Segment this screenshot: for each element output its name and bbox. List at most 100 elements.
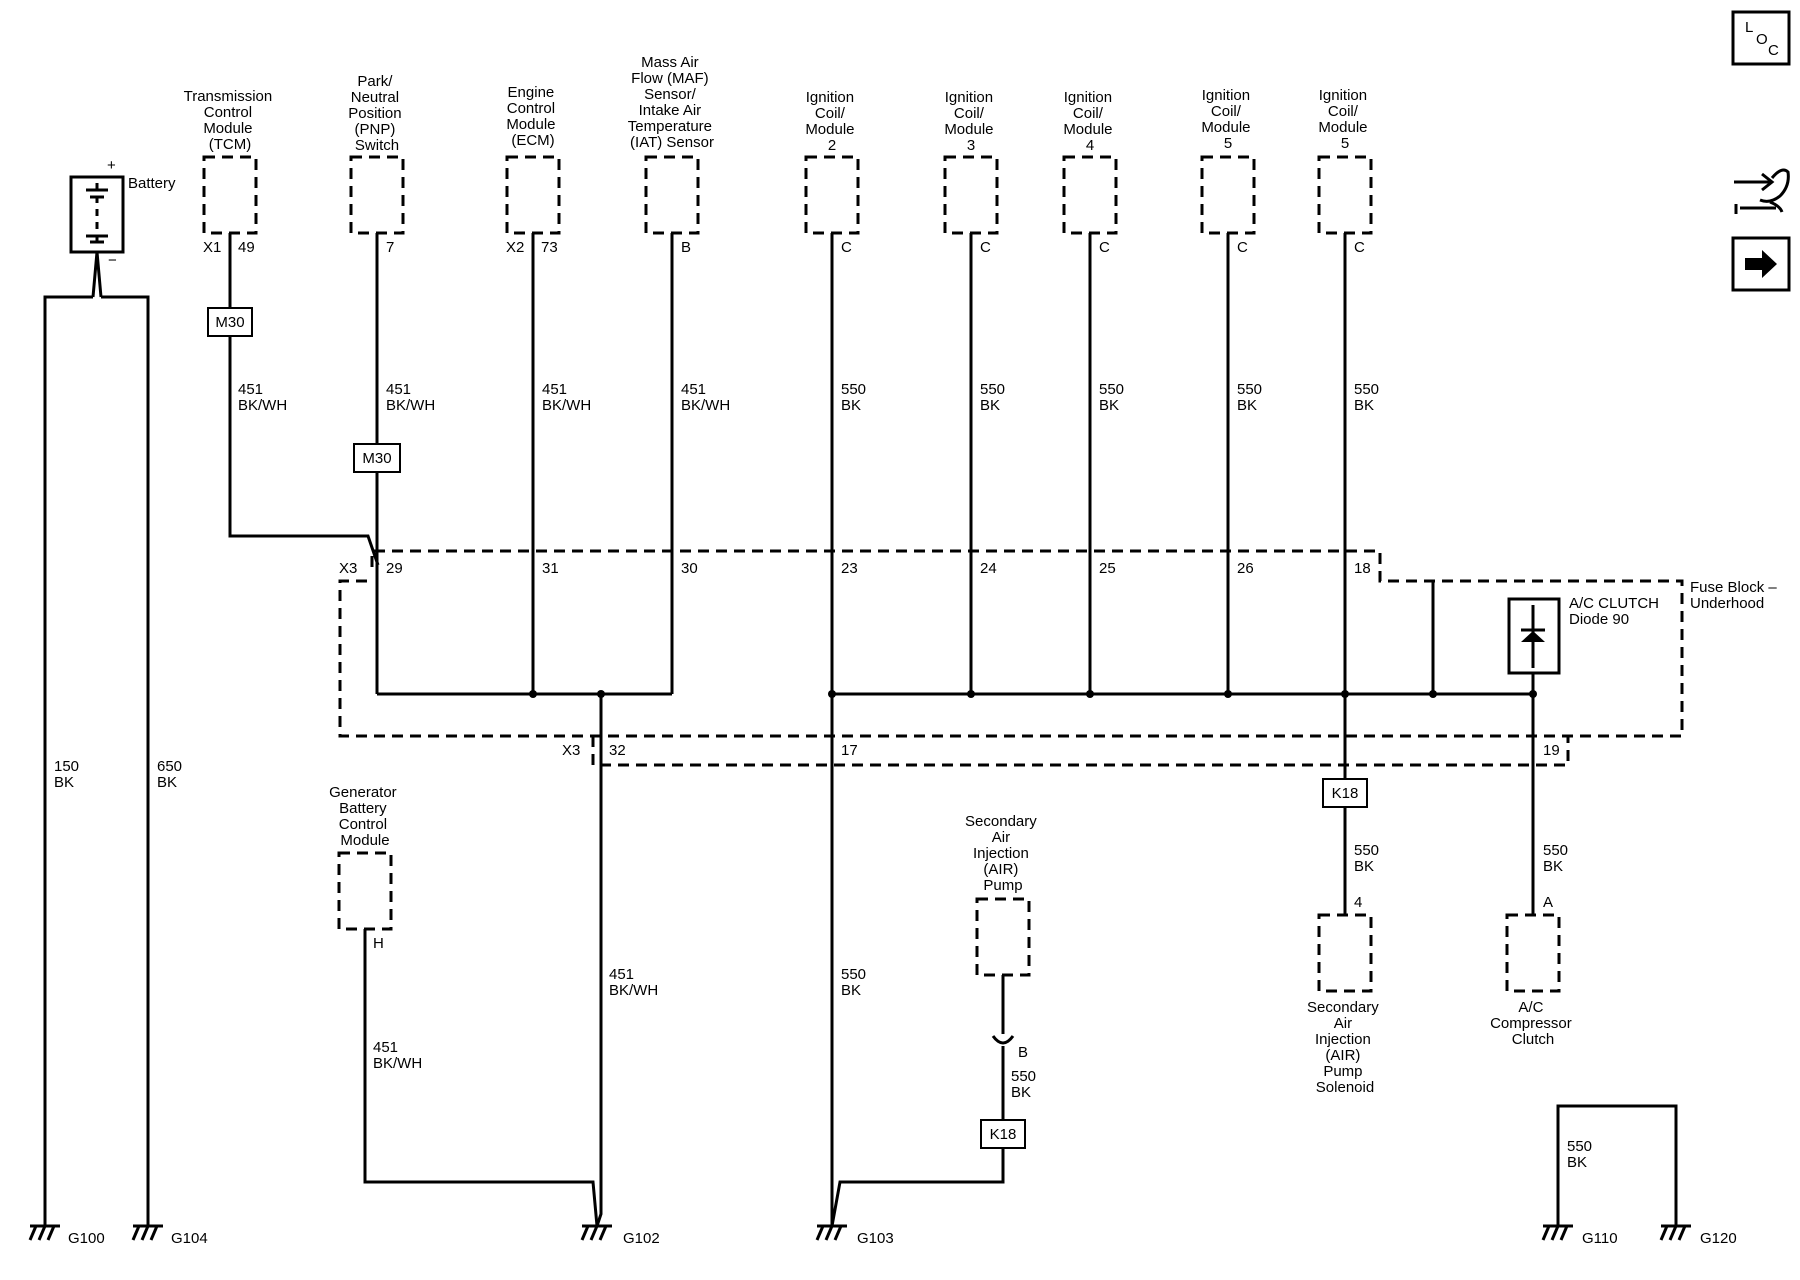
svg-text:Engine Control Mod: Engine Control Module (ECM) [506, 84, 559, 149]
ground-g120: G120 [1659, 1224, 1737, 1247]
diode-label-1: A/C CLUTCH [1569, 595, 1659, 612]
svg-text:451: 451 [542, 381, 567, 398]
wire-generator [363, 929, 599, 1227]
component-ignition-coil-5b: Ignition Coil/ Module 5 C [1317, 87, 1373, 256]
wire-g104 [101, 295, 150, 1226]
battery-plus: + [107, 157, 116, 174]
component-ignition-coil-5a: Ignition Coil/ Module 5 C [1200, 87, 1256, 256]
svg-text:BK: BK [1237, 397, 1257, 414]
svg-text:H: H [373, 935, 384, 952]
wire-g100-color: BK [54, 774, 74, 791]
wire-g100-circuit: 150 [54, 758, 79, 775]
svg-text:BK/WH: BK/WH [386, 397, 435, 414]
ac-clutch-diode: A/C CLUTCH Diode 90 [1507, 595, 1659, 675]
pin-25: 25 [1099, 560, 1116, 577]
svg-text:550: 550 [980, 381, 1005, 398]
svg-text:A/C Compressor Clu: A/C Compressor Clutch [1490, 999, 1576, 1048]
svg-text:BK/WH: BK/WH [238, 397, 287, 414]
wire-g104-color: BK [157, 774, 177, 791]
ground-g103: G103 [815, 1224, 894, 1247]
inline-label-k18-a: K18 [990, 1126, 1017, 1143]
ground-g110: G110 [1541, 1224, 1618, 1247]
svg-text:X1: X1 [203, 239, 221, 256]
component-ignition-coil-2: Ignition Coil/ Module 2 C [804, 89, 860, 256]
inline-label-m30-b: M30 [362, 450, 391, 467]
svg-text:G110: G110 [1582, 1230, 1618, 1247]
svg-text:C: C [1768, 42, 1779, 59]
pin-29: 29 [386, 560, 403, 577]
svg-text:BK/WH: BK/WH [542, 397, 591, 414]
pin-18: 18 [1354, 560, 1371, 577]
svg-text:G100: G100 [68, 1230, 105, 1247]
battery-minus: − [108, 252, 117, 269]
ground-g100: G100 [28, 1224, 105, 1247]
fuse-block-label-1: Fuse Block – [1690, 579, 1777, 596]
fuse-block-connector-top: X3 [339, 560, 357, 577]
svg-text:550: 550 [1237, 381, 1262, 398]
pin-30: 30 [681, 560, 698, 577]
wire-g103-circuit: 550 [841, 966, 866, 983]
next-arrow-icon[interactable] [1731, 236, 1791, 292]
fuse-block-label-2: Underhood [1690, 595, 1764, 612]
air-pump-circuit: 550 [1011, 1068, 1036, 1085]
svg-text:451: 451 [386, 381, 411, 398]
svg-text:Mass Air Flow (MAF): Mass Air Flow (MAF) Sensor/ Intake Air T… [628, 54, 716, 151]
svg-text:Generator Battery: Generator Battery Control Module [329, 784, 401, 849]
pin-19: 19 [1543, 742, 1560, 759]
component-ignition-coil-4: Ignition Coil/ Module 4 C [1062, 89, 1118, 256]
diode-label-2: Diode 90 [1569, 611, 1629, 628]
pin-24: 24 [980, 560, 997, 577]
component-air-pump: Secondary Air Injection (AIR) Pump [965, 813, 1037, 977]
component-ac-compressor-clutch: A/C Compressor Clutch [1490, 913, 1576, 1048]
battery-label: Battery [128, 175, 176, 192]
svg-text:C: C [980, 239, 991, 256]
wire-g110-g120 [1556, 1104, 1678, 1226]
svg-text:49: 49 [238, 239, 255, 256]
svg-text:550: 550 [1354, 381, 1379, 398]
wire-air-pump [830, 1046, 1005, 1227]
air-solenoid-pin: 4 [1354, 894, 1362, 911]
svg-text:C: C [1099, 239, 1110, 256]
svg-text:451: 451 [681, 381, 706, 398]
svg-text:7: 7 [386, 239, 394, 256]
wire-generator-circuit: 451 [373, 1039, 398, 1056]
svg-text:Secondary Air Inje: Secondary Air Injection (AIR) Pump Solen… [1307, 999, 1383, 1096]
inline-label-m30-a: M30 [215, 314, 244, 331]
fuse-block-underhood: Fuse Block – Underhood X3 X3 [338, 549, 1777, 767]
air-solenoid-circuit: 550 [1354, 842, 1379, 859]
svg-text:C: C [841, 239, 852, 256]
svg-text:Ignition Coil/ Mod: Ignition Coil/ Module 3 [944, 89, 997, 154]
wire-g102-circuit: 451 [609, 966, 634, 983]
ground-g102: G102 [580, 1224, 660, 1247]
wire-g102-color: BK/WH [609, 982, 658, 999]
loc-icon[interactable]: L O C [1731, 10, 1791, 66]
pin-32: 32 [609, 742, 626, 759]
svg-text:Ignition Coil/ Mod: Ignition Coil/ Module 4 [1063, 89, 1116, 154]
wire-g110-circuit: 550 [1567, 1138, 1592, 1155]
wire-g104-circuit: 650 [157, 758, 182, 775]
svg-text:G120: G120 [1700, 1230, 1737, 1247]
svg-text:451: 451 [238, 381, 263, 398]
component-tcm: Transmission Control Module (TCM) X1 49 [184, 88, 273, 256]
svg-text:L: L [1745, 19, 1753, 36]
component-generator-bcm: Generator Battery Control Module H [329, 784, 401, 952]
wire-g110-color: BK [1567, 1154, 1587, 1171]
svg-text:G102: G102 [623, 1230, 660, 1247]
svg-text:BK: BK [1354, 397, 1374, 414]
ac-clutch-circuit: 550 [1543, 842, 1568, 859]
svg-text:O: O [1756, 31, 1768, 48]
component-pnp-switch: Park/ Neutral Position (PNP) Switch 7 [348, 73, 405, 256]
connector-tool-icon[interactable] [1734, 168, 1790, 214]
pin-26: 26 [1237, 560, 1254, 577]
wire-g102 [595, 694, 603, 1227]
component-ignition-coil-3: Ignition Coil/ Module 3 C [943, 89, 999, 256]
air-pump-color: BK [1011, 1084, 1031, 1101]
svg-text:550: 550 [841, 381, 866, 398]
svg-text:C: C [1237, 239, 1248, 256]
inline-connector-k18-b [1322, 778, 1368, 808]
inline-label-k18-b: K18 [1332, 785, 1359, 802]
ac-clutch-pin: A [1543, 894, 1553, 911]
svg-text:73: 73 [541, 239, 558, 256]
wire-tcm [228, 233, 380, 566]
